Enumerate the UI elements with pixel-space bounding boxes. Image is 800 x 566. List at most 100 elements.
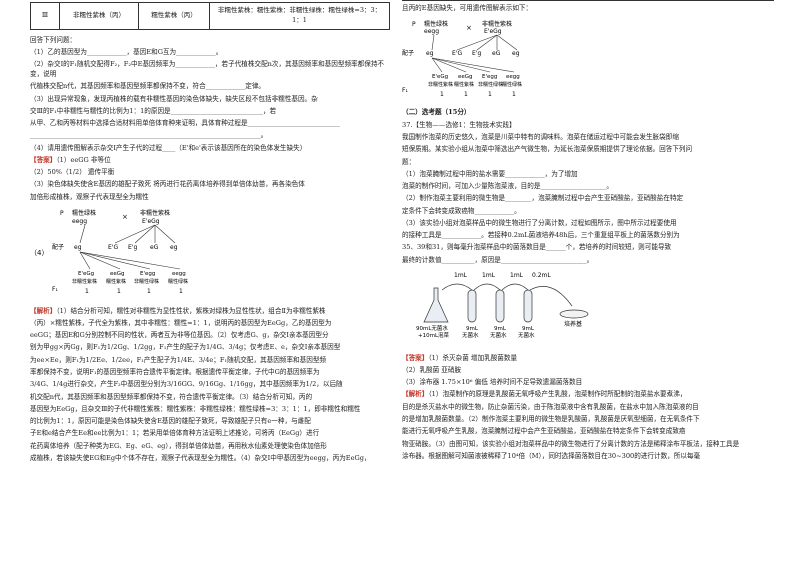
table-cell: 非糯性紫株：糯性紫株：非糯性绿株：糯性绿株=3：3：1：1	[209, 2, 390, 30]
explanation-line: 成植株，若该缺失使EG和Eg中个体不存在，观察子代表现型全为糯性。（4）杂交Ⅰ中…	[30, 453, 371, 462]
explanation-line: 3/4G、1/4g进行杂交，产生F₂中基因型分别为3/16GG、9/16Gg、1…	[30, 380, 343, 389]
explanation-line: 能进行无氧呼吸产生乳酸，泡菜腌制过程中会产生亚硝酸盐，亚硝酸盐在特定条件下会转变…	[402, 427, 686, 436]
answer-3-cont: 加倍形成植株，观察子代表现型全为糯性	[30, 192, 149, 201]
answer-3: （3）涂布器 1.75×10⁶ 偏低 培养时间不足导致遗漏菌落数目	[402, 378, 583, 387]
parent2-label: 非糯性紫株	[482, 20, 512, 28]
answer-2: （2）50%（1/2） 遗传平衡	[30, 168, 115, 177]
parent1-label: 糯性绿株	[72, 209, 96, 217]
gamete: eG	[492, 50, 501, 57]
answer-4-label: （4）	[30, 249, 48, 257]
parent1-label: 糯性绿株	[424, 20, 448, 28]
offspring-genotype: eeGg	[458, 74, 473, 80]
explanation-line: 涂布器。根据图解可知菌液被稀释了10⁴倍（M），同时选择菌落数目在30~300的…	[402, 451, 701, 460]
diagram-P: P	[412, 21, 416, 28]
question-37: 37.【生物——选修1：生物技术实践】	[402, 120, 516, 129]
gamete: E'g	[472, 50, 481, 57]
ratio: 1	[117, 288, 121, 295]
explanation-line: （丙）×糯性紫株，子代全为紫株，其中非糯性：糯性=1：1，说明丙的基因型为EeG…	[30, 318, 332, 327]
explanation-line: 花药离体培养（配子种类为EG、Eg、eG、eg），得到单倍体幼苗，再用秋水仙素处…	[30, 441, 327, 450]
gamete: eG	[150, 244, 159, 251]
genetic-cross-diagram: （4） P 糯性绿株 eegg × 非糯性紫株 E'eGg 配子 eg E'G …	[30, 209, 188, 295]
gametes-label: 配子	[52, 244, 64, 251]
container-label: 9mL	[494, 326, 507, 332]
offspring-phenotype: 非糯性紫株	[428, 81, 453, 88]
passage-line: （3）该实验小组对泡菜样品中的微生物进行了分离计数，过程如图所示，图中所示过程要…	[402, 218, 677, 227]
passage-line: 泡菜的制作时间，可加入少量陈泡菜液，目的是___________________…	[402, 182, 613, 191]
offspring-phenotype: 非糯性紫株	[72, 278, 97, 285]
explanation-line: 率都保持不变，说明F₁的基因型频率符合遗传平衡定律。根据遗传平衡定律，子代中G的…	[30, 367, 320, 376]
parent2-label: 非糯性紫株	[140, 209, 170, 217]
explanation-line: 的比例为1：1，原因可能是染色体缺失使含E基因的雄配子致死，导致雄配子只有e一种…	[30, 417, 311, 426]
answer-3: （3）染色体缺失使含E基因的雄配子致死 将丙进行花药离体培养得到单倍体幼苗，再各…	[30, 180, 305, 189]
diagram-P: P	[60, 210, 64, 217]
dilution-figure: 1mL 1mL 1mL 0.2mL 培养基 90mL无菌水 +10mL泡菜 9m…	[402, 270, 774, 348]
explanation-line: 物亚硝胺。（3）由图可知，该实验小组对泡菜样品中的微生物进行了分离计数的方法是稀…	[402, 439, 740, 448]
explanation-line: 基因型为EeGg，且杂交Ⅲ的子代非糯性紫株：糯性紫株：非糯性绿株：糯性绿株=3：…	[30, 404, 361, 413]
offspring-phenotype: 非糯性绿株	[478, 81, 503, 88]
cross-sign: ×	[466, 24, 472, 32]
ratio: 1	[147, 288, 151, 295]
container-label: 90mL无菌水	[416, 324, 448, 332]
explanation-line: 别为甲gg×丙Gg，则F₁为1/2Gg、1/2gg，F₁产生的配子为1/4G、3…	[30, 343, 341, 352]
container-label: 9mL	[522, 326, 535, 332]
top-rule	[402, 0, 774, 1]
passage-line: 的接种工具是____________。若接种0.2mL菌液培养48h后，三个重复…	[402, 231, 680, 240]
ratio: 1	[464, 91, 468, 98]
offspring-genotype: E'egg	[482, 74, 497, 80]
offspring-genotype: eegg	[172, 271, 186, 277]
cross-sign: ×	[122, 213, 128, 221]
question-4: （4）请用遗传图解表示杂交Ⅰ产生子代的过程____（E'和e'表示该基因所在的染…	[30, 143, 307, 152]
ratio: 1	[488, 91, 492, 98]
genetic-diagram-right: P 糯性绿株 eegg × 非糯性紫株 E'eGg 配子 eg E'G E'g …	[402, 18, 774, 102]
question-intro: 回答下列问题：	[30, 35, 77, 44]
ratio: 1	[440, 91, 444, 98]
answer-1: （1）eeGG 非等位	[56, 155, 111, 164]
section-heading: （二）选考题（15分）	[402, 107, 471, 116]
question-2-cont: 代植株交配n代，其基因频率和基因型频率都保持不变，符合____________定…	[30, 82, 266, 91]
offspring-phenotype: 糯性绿株	[502, 81, 522, 88]
answer-2: （2）乳酸菌 亚硝胺	[402, 365, 462, 374]
explanation-tag: 【解析】	[30, 306, 57, 315]
explanation-line: 机交配n代，其基因频率和基因型频率都保持不变，符合遗传平衡定律。（3）结合分析可…	[30, 392, 313, 401]
passage-line: 题：	[402, 157, 416, 166]
question-2: （2）杂交Ⅰ的F₁随机交配得F₂，F₂中E基因频率为____________，若…	[30, 60, 385, 78]
explanation-1: 【解析】（1）结合分析可知，糯性对非糯性为显性性状，紫株对绿株为显性性状，组合Ⅱ…	[30, 306, 326, 315]
left-column: Ⅲ 非糯性紫株（丙） 糯性紫株（丙） 非糯性紫株：糯性紫株：非糯性绿株：糯性绿株…	[30, 0, 390, 566]
question-3-cont: 交Ⅲ的F₁中非糯性与糯性的比例为1：1的原因是_________________…	[30, 106, 277, 115]
table-cell: 非糯性紫株（丙）	[59, 2, 139, 30]
container-label: 无菌水	[518, 331, 535, 339]
gamete: eg	[170, 244, 178, 251]
explanation-line: eeGG；基因E和G分别控制不同的性状，两者互为非等位基因。（2）仅考虑G、g，…	[30, 331, 329, 340]
plate-label: 培养基	[564, 320, 582, 328]
answer-block: 【答案】（1）eeGG 非等位	[30, 156, 390, 166]
volume-label: 0.2mL	[532, 272, 551, 279]
gamete: eg	[426, 50, 434, 57]
table-row: Ⅲ 非糯性紫株（丙） 糯性紫株（丙） 非糯性紫株：糯性紫株：非糯性绿株：糯性绿株…	[30, 2, 390, 30]
ratio: 1	[512, 91, 516, 98]
passage-line: 我国制作泡菜的历史悠久，泡菜是川菜中特有的调味料。泡菜在储运过程中可能会发生胀袋…	[402, 132, 679, 141]
results-table: Ⅲ 非糯性紫株（丙） 糯性紫株（丙） 非糯性紫株：糯性紫株：非糯性绿株：糯性绿株…	[30, 2, 390, 30]
question-1: （1）乙的基因型为____________，基因E和G互为___________…	[30, 47, 223, 56]
F1-label: F₁	[52, 286, 58, 293]
parent1-genotype: eegg	[72, 218, 87, 225]
ratio: 1	[179, 288, 183, 295]
explanation-line: 的是增加乳酸菌数量。（2）制作泡菜主要利用的微生物是乳酸菌，乳酸菌是厌氧型细菌，…	[402, 414, 700, 423]
F1-label: F₁	[402, 87, 408, 94]
passage-line: 35、39和31，则每毫升泡菜样品中的菌落数目是______个，若培养的时间较短…	[402, 243, 672, 252]
parent2-genotype: E'eGg	[484, 28, 502, 35]
gamete: E'G	[452, 50, 462, 57]
container-label: 9mL	[466, 326, 479, 332]
volume-label: 1mL	[510, 272, 524, 279]
container-label: +10mL泡菜	[418, 331, 450, 339]
answer-tag: 【答案】	[402, 353, 429, 362]
explanation-1: 【解析】（1）泡菜制作的原理是乳酸菌无氧呼吸产生乳酸，泡菜制作时所配制的泡菜盐水…	[402, 390, 687, 399]
container-label: 无菌水	[490, 331, 507, 339]
passage-line: 最终的计数值__________，原因是____________________…	[402, 255, 594, 264]
question-3-cont: 从甲、乙和丙等材料中选择合适材料用单倍体育种来证明，具体育种过程是_______…	[30, 119, 340, 128]
offspring-genotype: E'eGg	[78, 271, 94, 277]
table-cell: Ⅲ	[30, 2, 60, 30]
explanation-tag: 【解析】	[402, 390, 429, 399]
offspring-genotype: E'egg	[140, 271, 155, 277]
offspring-phenotype: 糯性紫株	[454, 81, 474, 88]
offspring-phenotype: 糯性紫株	[106, 278, 126, 285]
